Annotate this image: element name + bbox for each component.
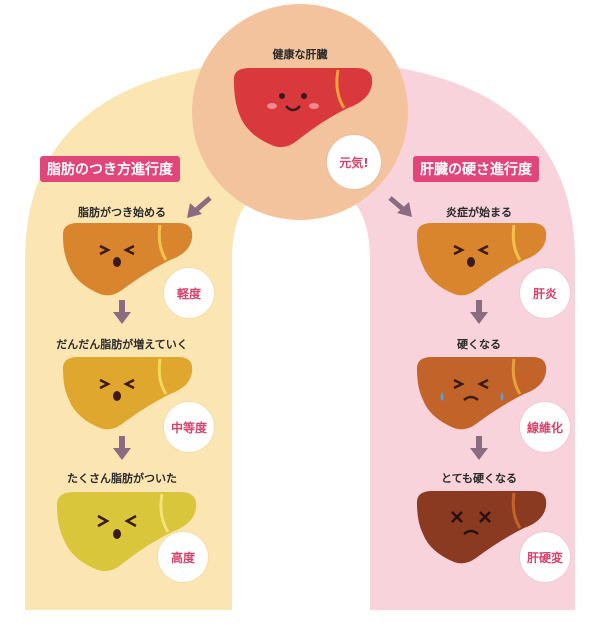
healthy-badge: 元気! — [327, 135, 381, 189]
fat-progression-band — [25, 60, 300, 610]
hepatitis-badge: 肝炎 — [520, 268, 570, 318]
moderate-badge: 中等度 — [164, 402, 214, 452]
fibrosis-liver-icon — [416, 357, 547, 430]
right-step-3-label: とても硬くなる — [440, 472, 518, 485]
severe-fatty-liver-icon — [56, 492, 197, 572]
hepatitis-liver-icon — [416, 223, 547, 296]
arrow-left-2 — [113, 436, 131, 460]
fibrosis-badge: 線維化 — [520, 402, 570, 452]
arrow-left-1 — [113, 300, 131, 324]
severe-badge: 高度 — [158, 532, 208, 582]
mild-fatty-liver-icon — [62, 223, 193, 296]
mild-badge: 軽度 — [164, 268, 214, 318]
cirrhosis-badge: 肝硬変 — [520, 532, 570, 582]
arrow-right-2 — [470, 436, 488, 460]
left-step-2-label: だんだん脂肪が増えていく — [56, 338, 188, 351]
arrow-right-1 — [470, 300, 488, 324]
hardness-progression-band — [300, 60, 575, 610]
left-step-3-label: たくさん脂肪がついた — [67, 472, 177, 485]
left-step-1-label: 脂肪がつき始める — [78, 206, 166, 219]
healthy-liver-label: 健康な肝臓 — [272, 48, 328, 61]
healthy-liver-icon — [233, 68, 373, 148]
arrow-top-right — [388, 196, 412, 217]
right-step-1-label: 炎症が始まる — [446, 206, 512, 219]
cirrhosis-liver-icon — [416, 491, 547, 564]
right-step-2-label: 硬くなる — [457, 338, 501, 351]
hardness-progression-header: 肝臓の硬さ進行度 — [413, 156, 539, 182]
moderate-fatty-liver-icon — [62, 357, 193, 430]
fat-progression-header: 脂肪のつき方進行度 — [40, 156, 180, 182]
arrow-top-left — [187, 196, 212, 218]
